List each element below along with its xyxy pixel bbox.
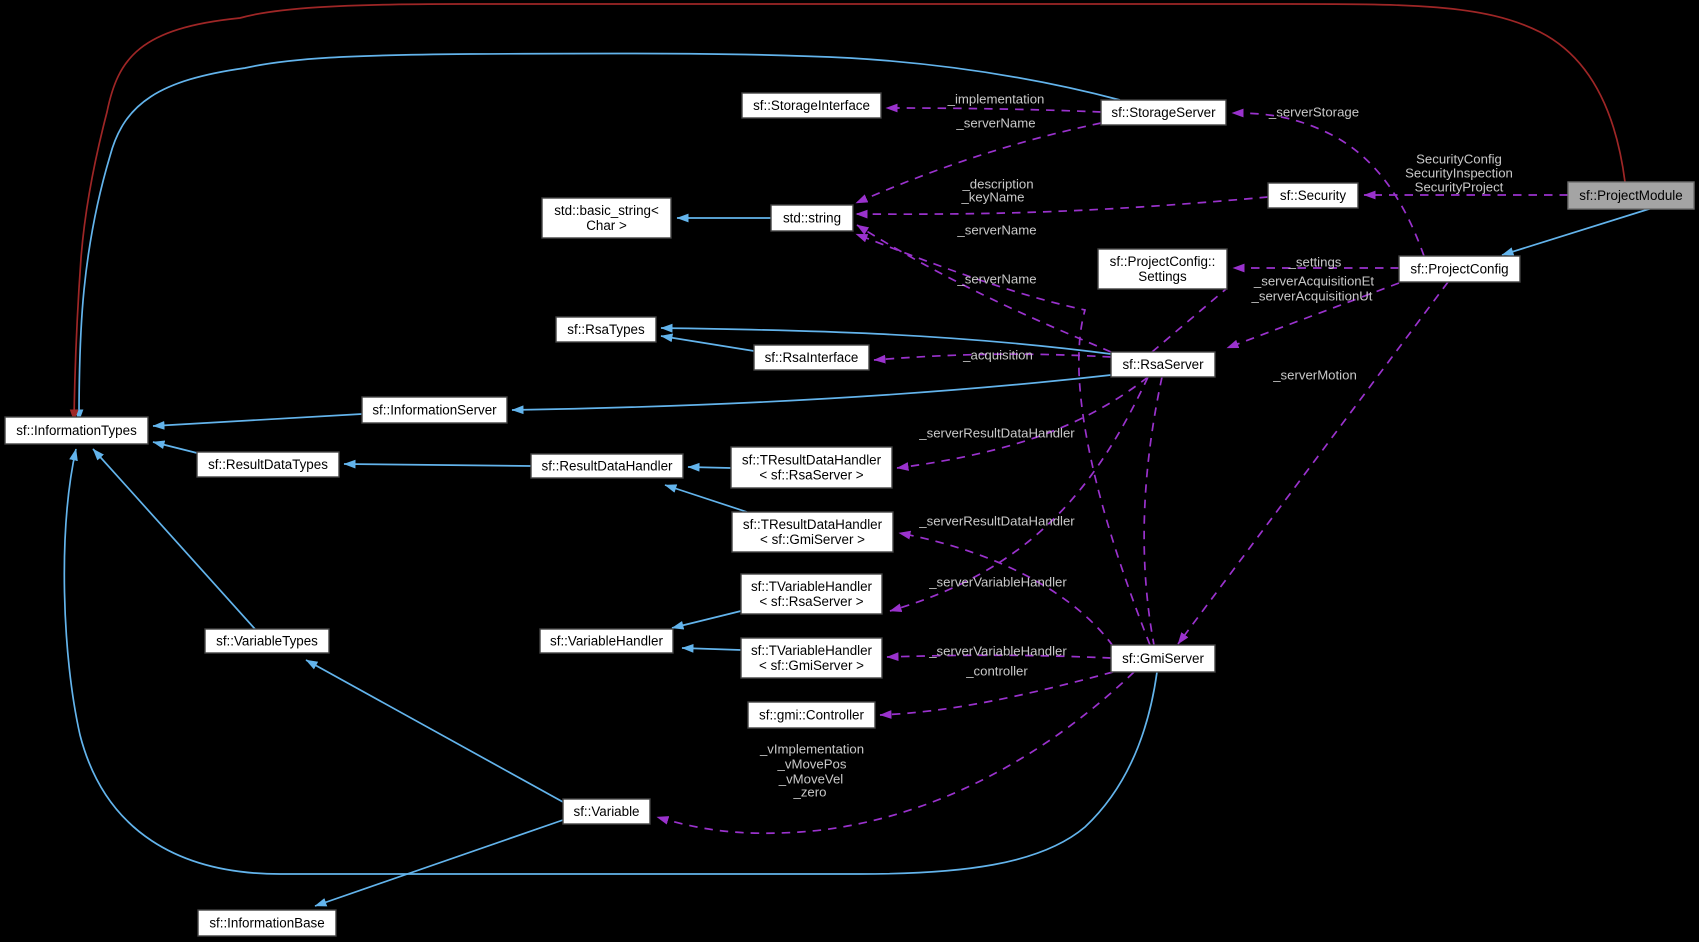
svg-text:_serverMotion: _serverMotion — [1272, 368, 1357, 383]
svg-text:sf::Security: sf::Security — [1280, 188, 1347, 203]
svg-text:std::string: std::string — [783, 211, 841, 226]
svg-text:sf::StorageServer: sf::StorageServer — [1111, 105, 1216, 120]
svg-text:_serverStorage: _serverStorage — [1268, 105, 1359, 120]
svg-text:sf::TResultDataHandler: sf::TResultDataHandler — [743, 517, 883, 532]
svg-text:_serverResultDataHandler: _serverResultDataHandler — [918, 426, 1075, 441]
svg-text:< sf::GmiServer >: < sf::GmiServer > — [760, 532, 865, 547]
svg-text:_controller: _controller — [965, 664, 1028, 679]
svg-text:sf::ProjectModule: sf::ProjectModule — [1579, 188, 1682, 203]
svg-text:< sf::RsaServer >: < sf::RsaServer > — [759, 468, 863, 483]
svg-text:_settings: _settings — [1288, 255, 1342, 270]
svg-text:_serverAcquisitionUt: _serverAcquisitionUt — [1251, 289, 1373, 304]
svg-text:sf::TResultDataHandler: sf::TResultDataHandler — [742, 453, 882, 468]
svg-text:_serverName: _serverName — [956, 223, 1036, 238]
svg-text:sf::TVariableHandler: sf::TVariableHandler — [751, 579, 873, 594]
svg-text:sf::VariableTypes: sf::VariableTypes — [216, 634, 318, 649]
svg-text:< sf::RsaServer >: < sf::RsaServer > — [759, 594, 863, 609]
svg-text:_serverAcquisitionEt: _serverAcquisitionEt — [1253, 274, 1375, 289]
svg-text:_serverName: _serverName — [955, 116, 1035, 131]
svg-text:sf::TVariableHandler: sf::TVariableHandler — [751, 643, 873, 658]
svg-text:sf::ProjectConfig: sf::ProjectConfig — [1410, 262, 1508, 277]
svg-text:_keyName: _keyName — [960, 190, 1024, 205]
svg-text:SecurityConfig: SecurityConfig — [1416, 152, 1502, 167]
svg-text:_serverName: _serverName — [956, 272, 1036, 287]
svg-text:sf::ResultDataTypes: sf::ResultDataTypes — [208, 457, 328, 472]
svg-text:_implementation: _implementation — [947, 92, 1045, 107]
svg-text:sf::Variable: sf::Variable — [574, 804, 640, 819]
svg-text:sf::VariableHandler: sf::VariableHandler — [550, 634, 663, 649]
svg-text:_vMoveVel: _vMoveVel — [778, 772, 844, 787]
svg-text:sf::GmiServer: sf::GmiServer — [1122, 651, 1204, 666]
svg-text:sf::InformationBase: sf::InformationBase — [209, 916, 324, 931]
svg-text:sf::gmi::Controller: sf::gmi::Controller — [759, 708, 864, 723]
svg-text:sf::InformationServer: sf::InformationServer — [372, 403, 497, 418]
svg-text:sf::RsaTypes: sf::RsaTypes — [567, 322, 645, 337]
svg-text:SecurityInspection: SecurityInspection — [1405, 166, 1513, 181]
svg-text:sf::StorageInterface: sf::StorageInterface — [753, 98, 870, 113]
svg-text:_vImplementation: _vImplementation — [759, 742, 864, 757]
svg-text:sf::ResultDataHandler: sf::ResultDataHandler — [542, 459, 674, 474]
svg-text:_zero: _zero — [793, 785, 827, 800]
svg-text:std::basic_string<: std::basic_string< — [554, 203, 659, 218]
svg-text:< sf::GmiServer >: < sf::GmiServer > — [759, 658, 864, 673]
svg-text:_description: _description — [961, 177, 1033, 192]
svg-text:sf::InformationTypes: sf::InformationTypes — [16, 423, 137, 438]
svg-text:sf::RsaServer: sf::RsaServer — [1122, 357, 1204, 372]
svg-text:_acquisition: _acquisition — [962, 348, 1033, 363]
svg-text:Char >: Char > — [586, 218, 627, 233]
svg-text:Settings: Settings — [1138, 269, 1187, 284]
svg-text:_serverResultDataHandler: _serverResultDataHandler — [918, 514, 1075, 529]
svg-text:SecurityProject: SecurityProject — [1415, 180, 1504, 195]
svg-text:sf::RsaInterface: sf::RsaInterface — [765, 350, 859, 365]
svg-text:_serverVariableHandler: _serverVariableHandler — [928, 575, 1067, 590]
svg-text:sf::ProjectConfig::: sf::ProjectConfig:: — [1110, 254, 1216, 269]
svg-text:_vMovePos: _vMovePos — [777, 757, 847, 772]
svg-text:_serverVariableHandler: _serverVariableHandler — [928, 644, 1067, 659]
